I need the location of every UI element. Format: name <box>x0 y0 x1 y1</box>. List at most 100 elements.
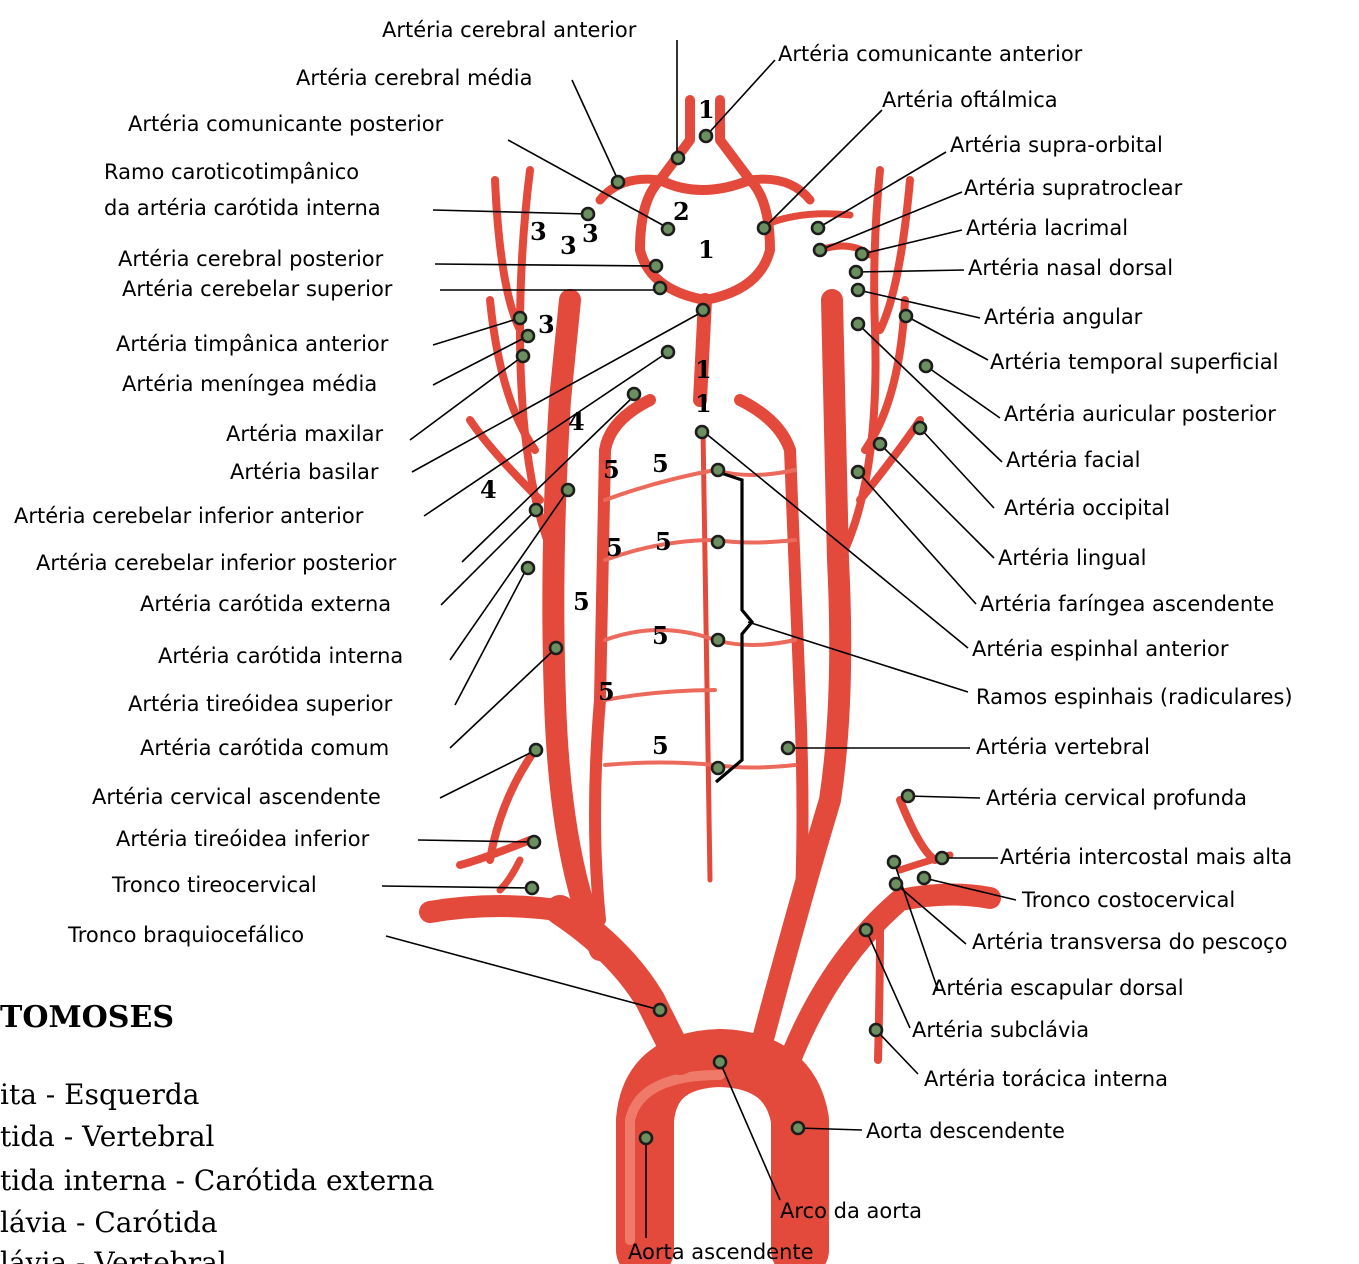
marker <box>856 248 868 260</box>
label-carotida-comum: Artéria carótida comum <box>140 736 389 760</box>
label-tronco-tireocervical: Tronco tireocervical <box>112 873 317 897</box>
marker <box>517 350 529 362</box>
label-intercostal-mais-alta: Artéria intercostal mais alta <box>1000 845 1292 869</box>
marker <box>528 836 540 848</box>
label-faringea-ascendente: Artéria faríngea ascendente <box>980 592 1274 616</box>
marker <box>902 790 914 802</box>
marker <box>562 484 574 496</box>
anastomosis-number: 5 <box>652 734 669 758</box>
label-lingual: Artéria lingual <box>998 546 1147 570</box>
label-ramos-espinhais: Ramos espinhais (radiculares) <box>976 685 1293 709</box>
marker <box>662 346 674 358</box>
leader-line <box>450 648 556 748</box>
label-angular: Artéria angular <box>984 305 1142 329</box>
legend-title: TOMOSES <box>0 1000 174 1035</box>
marker <box>650 260 662 272</box>
label-carotida-interna: Artéria carótida interna <box>158 644 403 668</box>
vessel-group <box>430 100 990 1250</box>
anastomosis-number: 5 <box>603 458 620 482</box>
marker <box>654 282 666 294</box>
leader-line <box>908 796 980 798</box>
marker <box>870 1024 882 1036</box>
legend-line: tida interna - Carótida externa <box>0 1164 434 1198</box>
marker <box>900 310 912 322</box>
marker <box>936 852 948 864</box>
label-tireoidea-inferior: Artéria tireóidea inferior <box>116 827 369 851</box>
leader-line <box>418 840 534 842</box>
label-comunicante-anterior: Artéria comunicante anterior <box>778 42 1082 66</box>
anastomosis-number: 5 <box>573 590 590 614</box>
marker <box>640 1132 652 1144</box>
leader-line <box>818 152 946 228</box>
marker <box>700 130 712 142</box>
label-tireoidea-superior: Artéria tireóidea superior <box>128 692 392 716</box>
marker <box>654 1004 666 1016</box>
anastomosis-number: 3 <box>530 220 547 244</box>
label-supra-orbital: Artéria supra-orbital <box>950 133 1163 157</box>
label-cerebelar-inferior-posterior: Artéria cerebelar inferior posterior <box>36 551 396 575</box>
spinal-bracket <box>716 472 752 782</box>
label-arco-aorta: Arco da aorta <box>780 1199 922 1223</box>
marker <box>860 924 872 936</box>
marker <box>920 360 932 372</box>
anastomosis-number: 1 <box>695 358 712 382</box>
marker <box>712 536 724 548</box>
marker <box>914 422 926 434</box>
label-facial: Artéria facial <box>1006 448 1141 472</box>
anastomosis-number: 5 <box>652 452 669 476</box>
marker <box>792 1122 804 1134</box>
anastomosis-number: 4 <box>568 410 585 434</box>
leader-line <box>748 622 968 692</box>
legend-line: tida - Vertebral <box>0 1120 214 1154</box>
label-comunicante-posterior: Artéria comunicante posterior <box>128 112 443 136</box>
marker <box>782 742 794 754</box>
marker <box>812 222 824 234</box>
leader-line <box>858 472 976 604</box>
marker <box>550 642 562 654</box>
marker <box>526 882 538 894</box>
label-vertebral: Artéria vertebral <box>976 735 1150 759</box>
label-aorta-ascendente: Aorta ascendente <box>628 1240 814 1264</box>
anastomosis-number: 5 <box>652 624 669 648</box>
marker <box>888 856 900 868</box>
marker <box>852 318 864 330</box>
leader-line <box>572 80 618 180</box>
anastomosis-number: 3 <box>560 234 577 258</box>
marker <box>874 438 886 450</box>
marker <box>712 464 724 476</box>
marker <box>522 562 534 574</box>
label-carotida-externa: Artéria carótida externa <box>140 592 391 616</box>
anastomosis-number: 5 <box>655 530 672 554</box>
marker <box>850 266 862 278</box>
label-ramo-caroticotimpanico-2: da artéria carótida interna <box>104 196 381 220</box>
marker <box>530 744 542 756</box>
marker <box>522 330 534 342</box>
legend-line: ita - Esquerda <box>0 1078 200 1112</box>
marker <box>918 872 930 884</box>
marker <box>890 878 902 890</box>
label-escapular-dorsal: Artéria escapular dorsal <box>932 976 1184 1000</box>
label-subclavia: Artéria subclávia <box>912 1018 1089 1042</box>
marker <box>712 634 724 646</box>
label-cerebelar-inferior-anterior: Artéria cerebelar inferior anterior <box>14 504 363 528</box>
label-cerebral-anterior: Artéria cerebral anterior <box>382 18 636 42</box>
label-cervical-ascendente: Artéria cervical ascendente <box>92 785 381 809</box>
label-cervical-profunda: Artéria cervical profunda <box>986 786 1247 810</box>
marker <box>852 466 864 478</box>
label-supratroclear: Artéria supratroclear <box>964 176 1182 200</box>
marker <box>852 284 864 296</box>
label-tronco-costocervical: Tronco costocervical <box>1022 888 1235 912</box>
marker <box>714 1056 726 1068</box>
marker <box>628 388 640 400</box>
marker <box>672 152 684 164</box>
anastomosis-number: 1 <box>695 392 712 416</box>
anastomosis-number: 1 <box>698 238 715 262</box>
label-tronco-braquiocefalico: Tronco braquiocefálico <box>68 923 304 947</box>
marker <box>612 176 624 188</box>
marker <box>530 504 542 516</box>
leader-line <box>435 264 656 266</box>
leader-line <box>382 886 532 888</box>
label-temporal-superficial: Artéria temporal superficial <box>990 350 1278 374</box>
label-cerebelar-superior: Artéria cerebelar superior <box>122 277 392 301</box>
